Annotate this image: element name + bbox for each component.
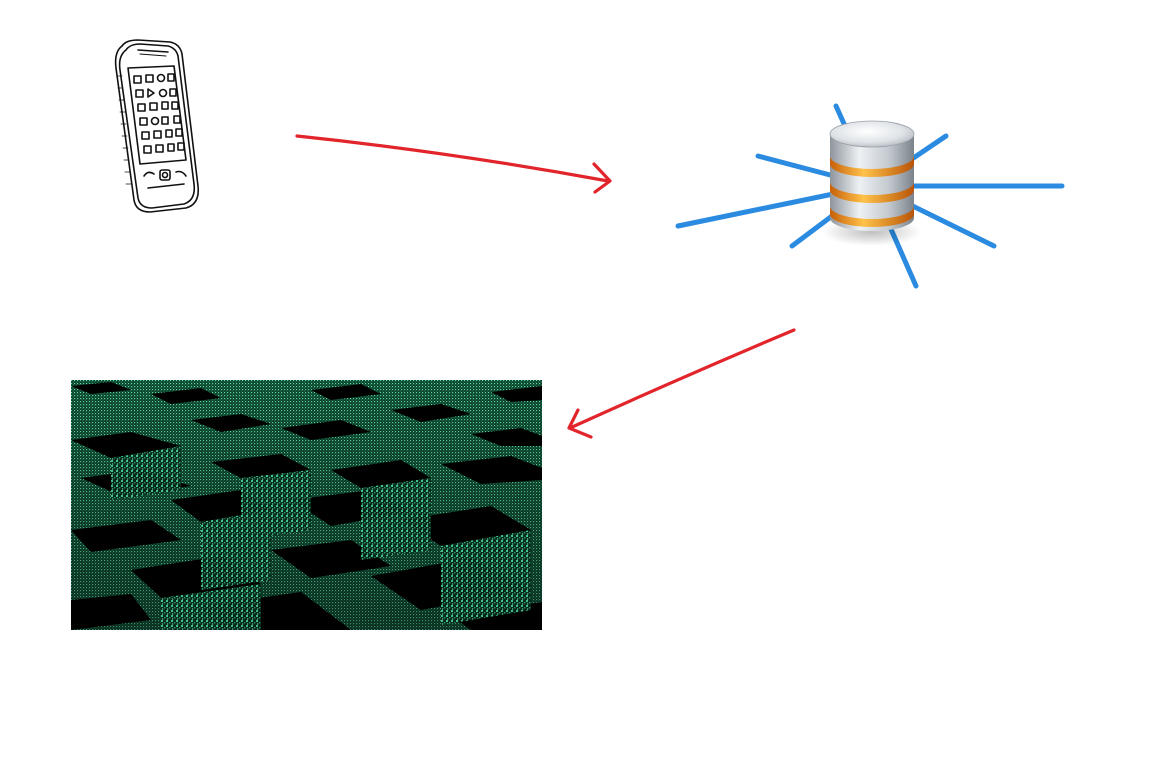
arrow-phone-to-database xyxy=(295,134,612,194)
green-data-grid-image xyxy=(71,380,542,630)
arrow-database-to-matrix xyxy=(567,328,796,439)
central-database-icon xyxy=(822,120,922,246)
mobile-phone-sketch-icon xyxy=(114,39,200,213)
database-network-icon xyxy=(671,79,1065,289)
